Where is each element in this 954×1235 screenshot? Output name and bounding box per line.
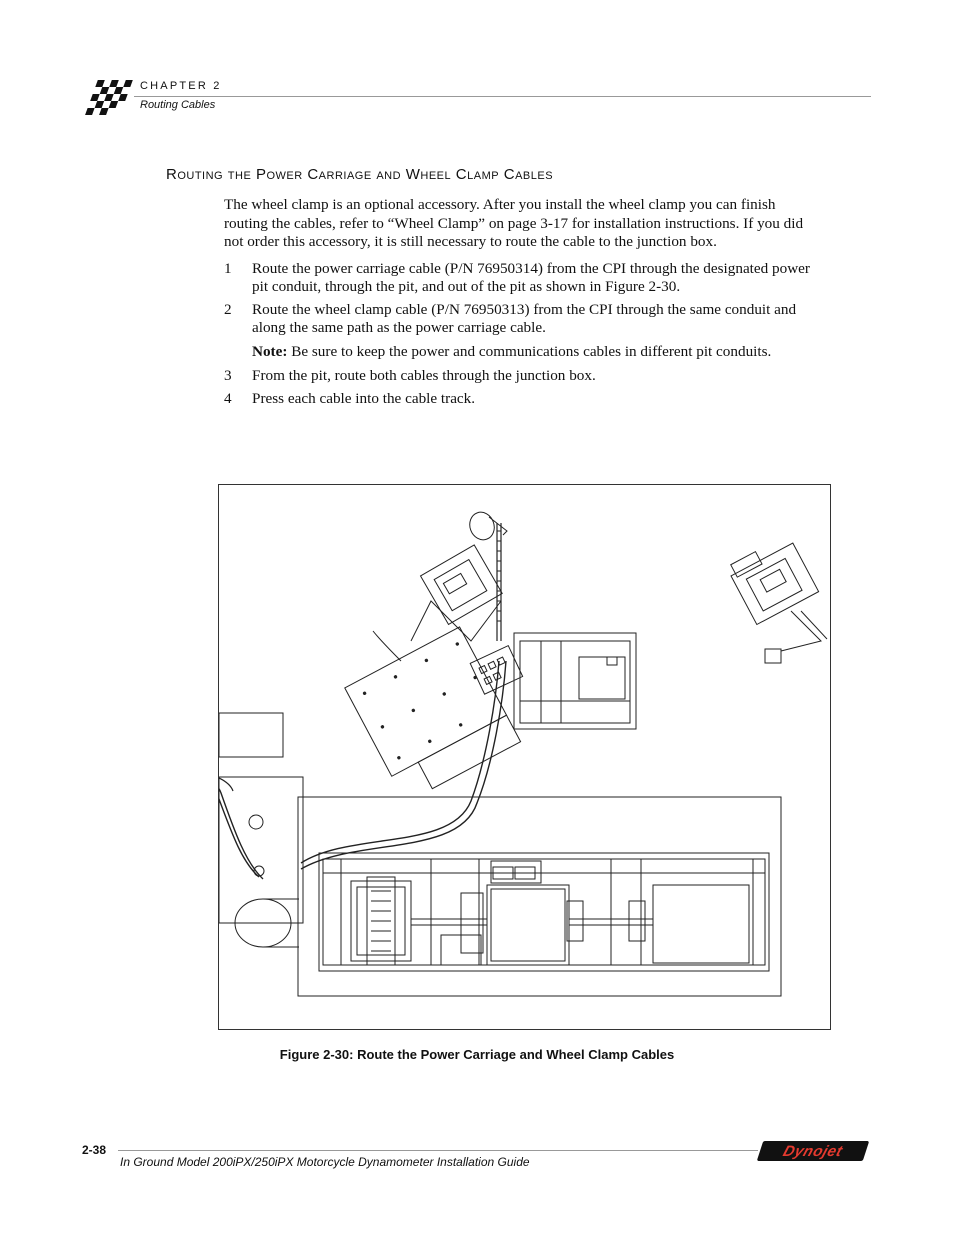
step-text: Press each cable into the cable track. (252, 389, 476, 407)
figure-caption: Figure 2-30: Route the Power Carriage an… (279, 1047, 675, 1062)
note: Note: Be sure to keep the power and comm… (224, 343, 814, 362)
step-number: 3 (224, 367, 232, 384)
dyno-routing-diagram (219, 511, 828, 997)
header-rule (134, 96, 871, 97)
footer-guide-title: In Ground Model 200iPX/250iPX Motorcycle… (120, 1155, 530, 1169)
chapter-section: Routing Cables (140, 99, 216, 111)
step-2: 2 Route the wheel clamp cable (P/N 76950… (224, 301, 814, 338)
step-4: 4 Press each cable into the cable track. (224, 390, 814, 409)
step-number: 2 (224, 300, 232, 318)
cpi-cabinet (219, 776, 304, 924)
chapter-label: CHAPTER 2 (140, 80, 222, 92)
step-1: 1 Route the power carriage cable (P/N 76… (224, 260, 814, 297)
page-number: 2-38 (82, 1143, 107, 1157)
step-number: 4 (224, 389, 232, 407)
logo-text: Dynojet (780, 1142, 846, 1160)
footer-rule (118, 1150, 758, 1151)
section-title: Routing the Power Carriage and Wheel Cla… (166, 166, 554, 183)
checkered-flag-icon (85, 80, 133, 115)
note-label: Note: (252, 342, 288, 360)
body-text: The wheel clamp is an optional accessory… (224, 196, 814, 412)
figure-frame (218, 484, 831, 1030)
step-number: 1 (224, 259, 232, 277)
note-text: Be sure to keep the power and communicat… (291, 342, 772, 360)
step-text: From the pit, route both cables through … (252, 367, 596, 384)
step-text: Route the power carriage cable (P/N 7695… (252, 259, 810, 296)
step-3: 3 From the pit, route both cables throug… (224, 367, 814, 386)
dynojet-logo: Dynojet (756, 1141, 870, 1161)
step-text: Route the wheel clamp cable (P/N 7695031… (252, 300, 797, 337)
control-boxes (219, 511, 828, 997)
junction-box (219, 712, 284, 758)
intro-paragraph: The wheel clamp is an optional accessory… (224, 196, 804, 250)
